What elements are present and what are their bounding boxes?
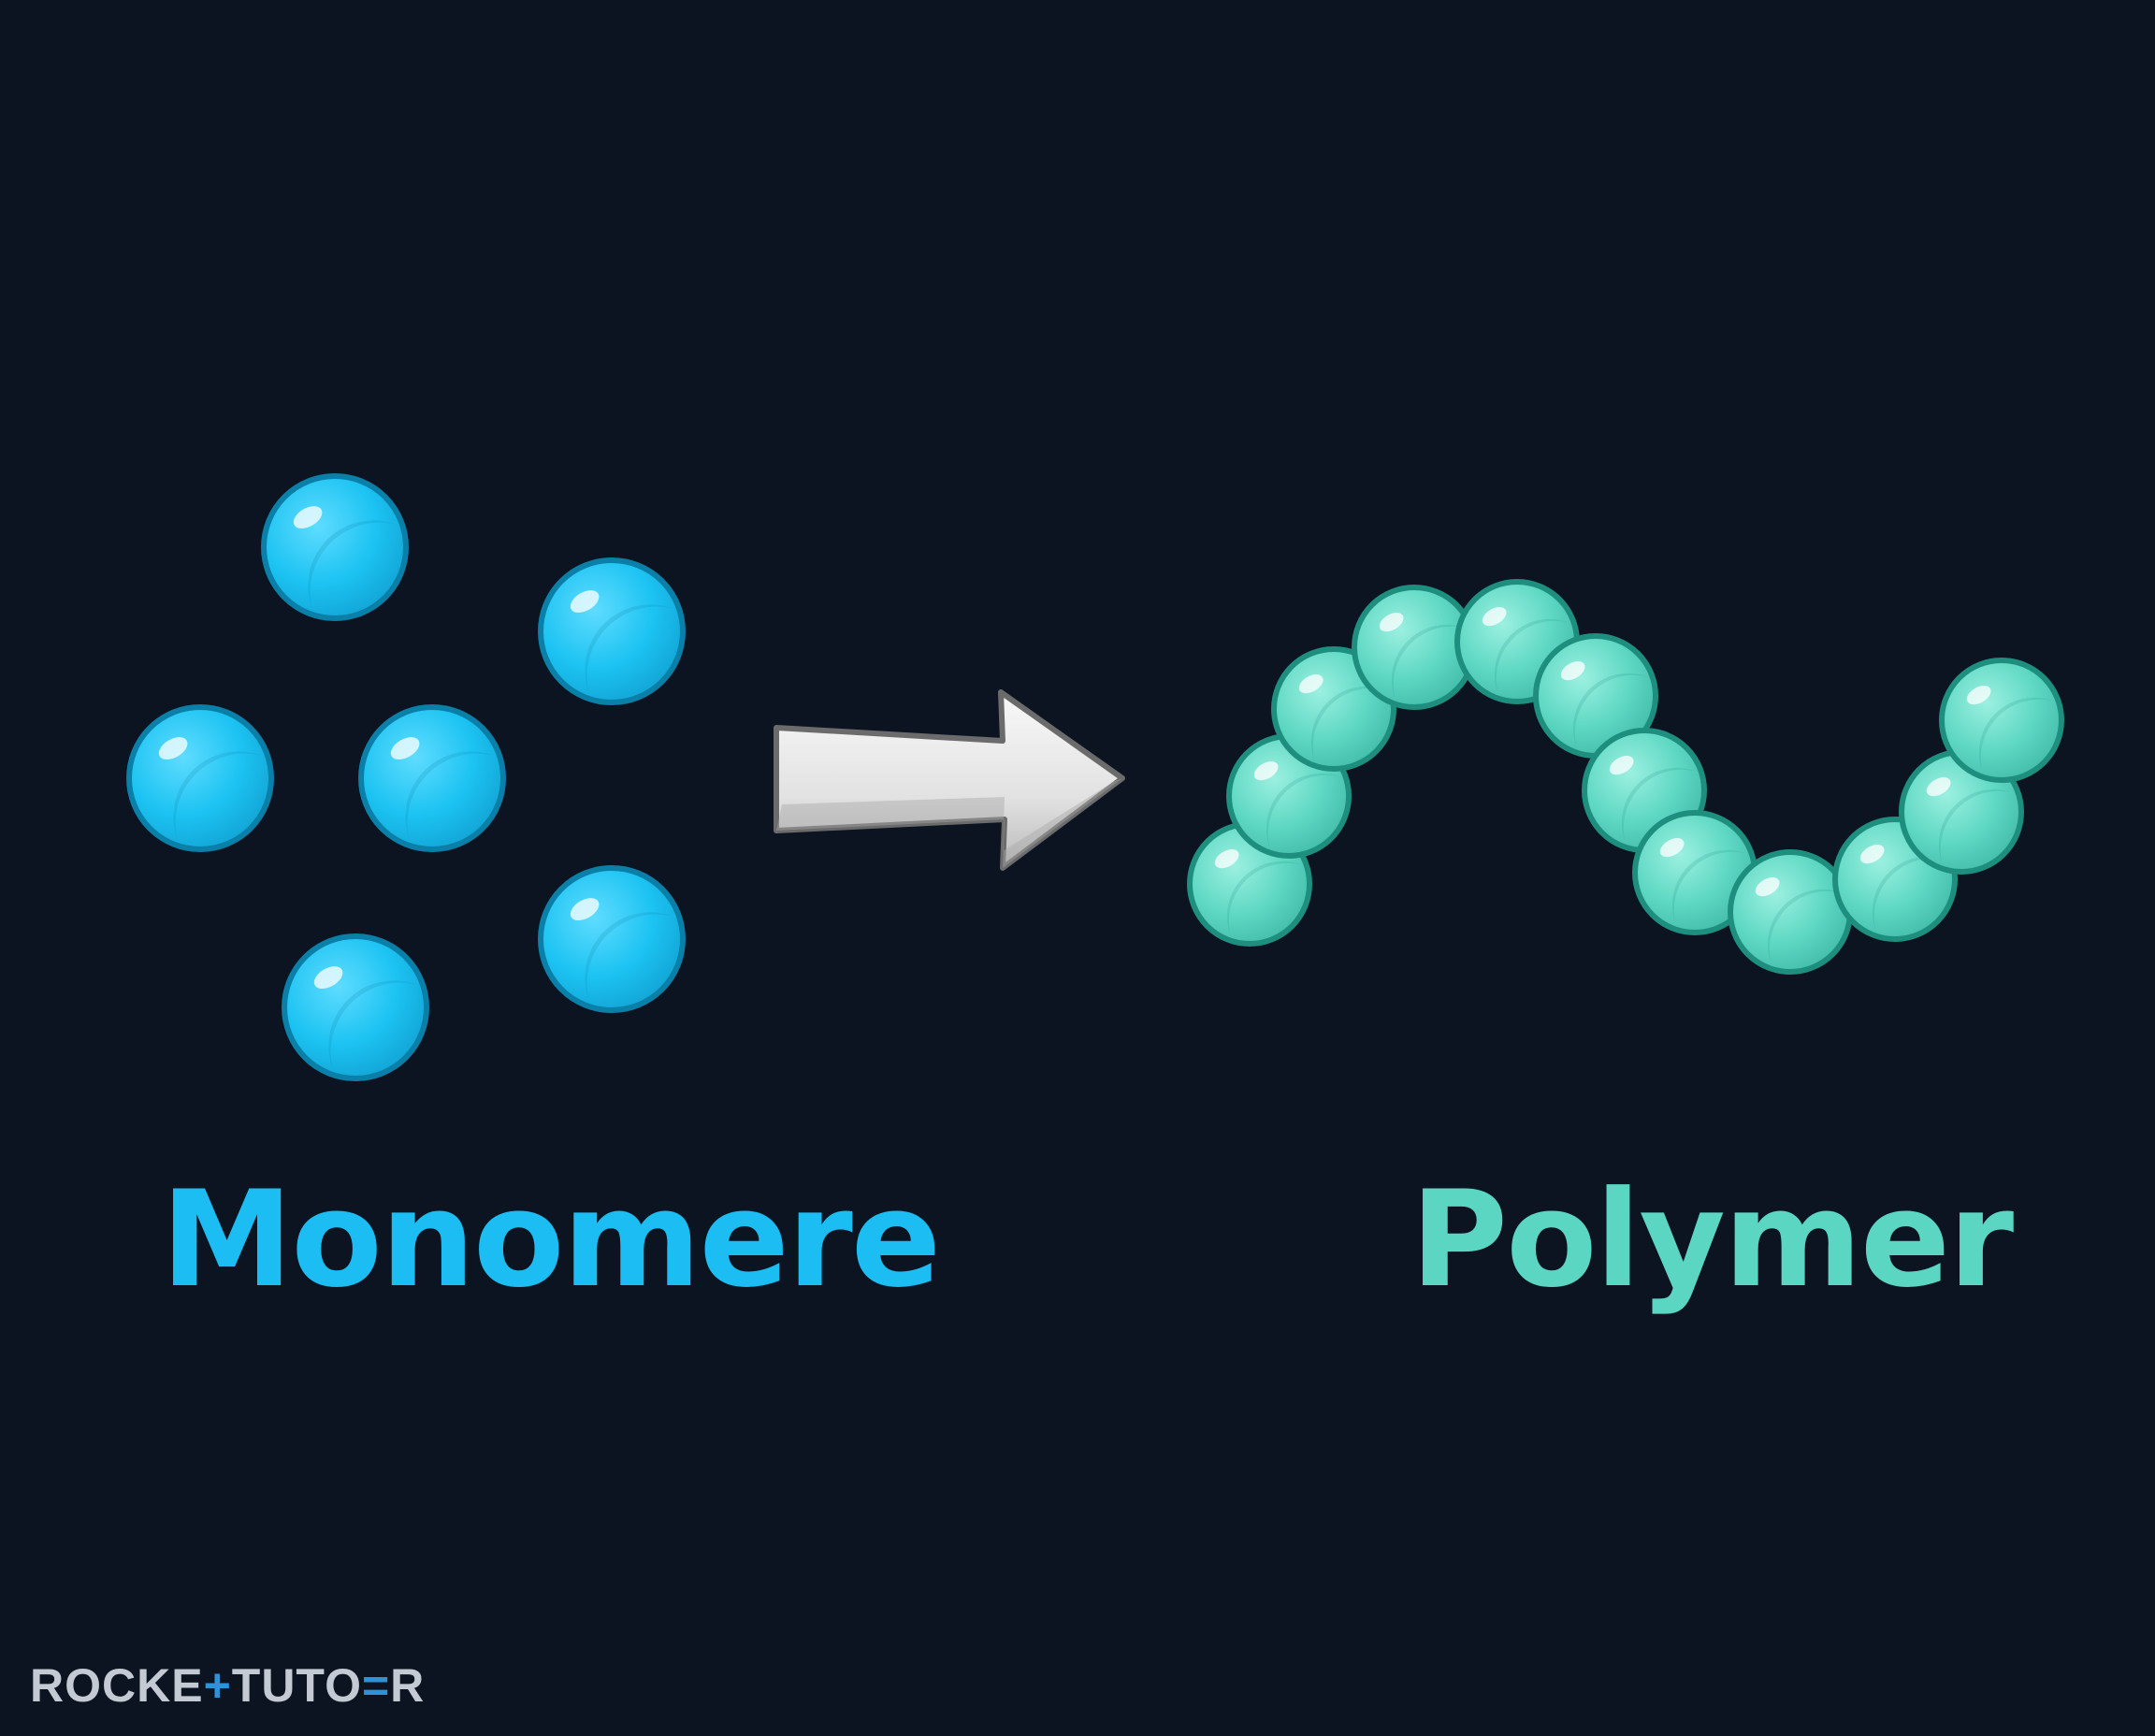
monomer-sphere-1 xyxy=(261,473,409,621)
monomer-sphere-3 xyxy=(126,704,274,852)
monomer-sphere-6 xyxy=(282,933,429,1081)
brand-logo: ROCKE + TUTO = R xyxy=(30,1659,425,1712)
polymer-bead-9 xyxy=(1728,849,1853,975)
polymer-bead-12 xyxy=(1939,658,2064,783)
logo-plus-glyph: + xyxy=(203,1659,232,1712)
monomer-group xyxy=(126,473,686,1081)
polymer-chain xyxy=(1187,579,2064,975)
monomer-sphere-5 xyxy=(538,865,686,1013)
polymer-bead-8 xyxy=(1632,810,1757,935)
monomer-sphere-4 xyxy=(358,704,506,852)
logo-text-2: TUTO xyxy=(231,1659,362,1712)
reaction-arrow xyxy=(774,689,1125,871)
logo-equals-glyph: = xyxy=(361,1659,391,1712)
polymer-label: Polymer xyxy=(1410,1163,2014,1317)
monomer-sphere-2 xyxy=(538,557,686,705)
logo-text-3: R xyxy=(390,1659,426,1712)
monomer-label: Monomere xyxy=(161,1163,941,1317)
logo-text-1: ROCKE xyxy=(30,1659,204,1712)
